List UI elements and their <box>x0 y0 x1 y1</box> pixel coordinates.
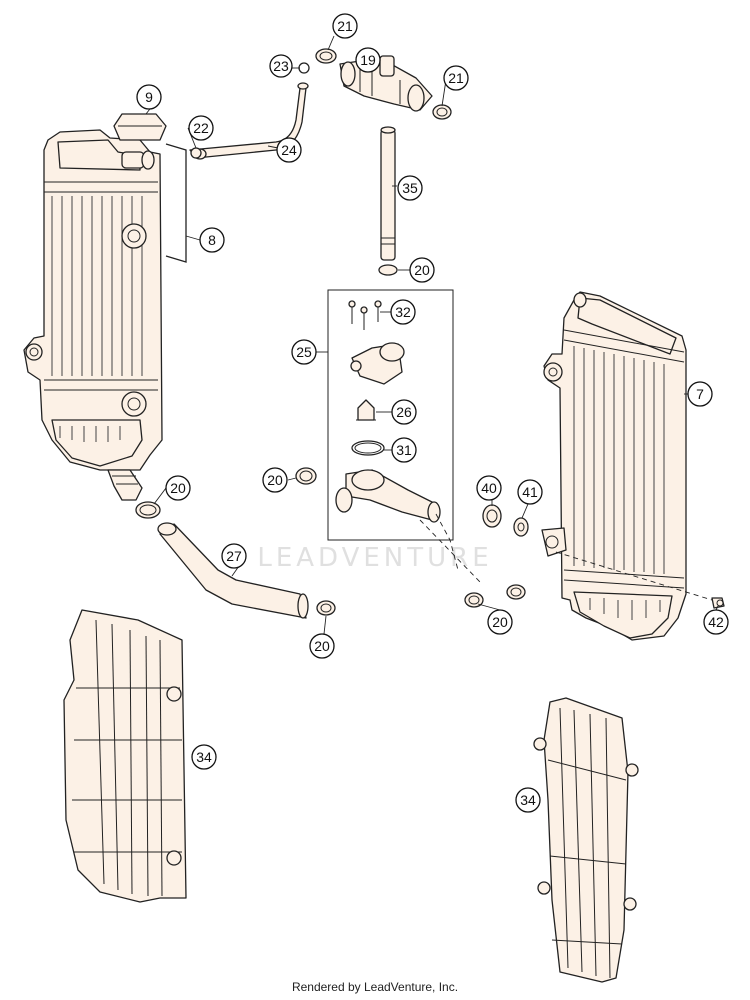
thermostat-housing-lower <box>335 469 441 523</box>
thermostat-housing-cover <box>350 342 405 385</box>
svg-text:41: 41 <box>522 484 538 500</box>
callout-42: 42 <box>703 609 729 635</box>
svg-text:9: 9 <box>145 89 153 105</box>
leader-lines <box>145 35 719 635</box>
svg-text:40: 40 <box>481 480 497 496</box>
callout-20-hose-bottom: 20 <box>309 633 335 659</box>
clamp-20-lower-b <box>506 584 526 600</box>
washer-41 <box>513 517 529 537</box>
svg-text:8: 8 <box>208 232 216 248</box>
hose-clip-23 <box>298 62 310 74</box>
screws-32 <box>348 300 382 330</box>
right-radiator-fins <box>573 346 665 574</box>
svg-text:21: 21 <box>337 18 353 34</box>
svg-text:31: 31 <box>396 442 412 458</box>
callout-23: 23 <box>269 54 293 78</box>
svg-text:20: 20 <box>492 614 508 630</box>
left-radiator-fins <box>51 196 143 376</box>
svg-text:20: 20 <box>267 472 283 488</box>
callout-20-hose-top: 20 <box>165 475 191 501</box>
callout-34-right: 34 <box>515 787 541 813</box>
svg-text:23: 23 <box>273 58 289 74</box>
callout-20-left-clamp: 20 <box>262 467 288 493</box>
svg-text:20: 20 <box>314 638 330 654</box>
callout-20-lower: 20 <box>487 609 513 635</box>
clamp-20-pipe <box>378 264 398 276</box>
svg-text:25: 25 <box>296 344 312 360</box>
svg-text:27: 27 <box>226 548 242 564</box>
callout-21-right: 21 <box>443 65 469 91</box>
callout-34-left: 34 <box>191 744 217 770</box>
callout-32: 32 <box>390 299 416 325</box>
callout-41: 41 <box>517 479 543 505</box>
left-radiator-teeth <box>59 426 121 442</box>
radiator-hose-27 <box>157 522 309 619</box>
svg-text:20: 20 <box>414 262 430 278</box>
svg-text:26: 26 <box>396 404 412 420</box>
grommet-40 <box>482 504 502 528</box>
hose-connector-19 <box>339 55 433 112</box>
o-ring-31 <box>351 440 385 456</box>
svg-text:21: 21 <box>448 70 464 86</box>
svg-text:34: 34 <box>520 792 536 808</box>
callout-27: 27 <box>221 543 247 569</box>
callout-26: 26 <box>391 399 417 425</box>
svg-text:7: 7 <box>696 386 704 402</box>
thermostat-26 <box>356 399 376 421</box>
right-radiator-teeth <box>589 598 661 620</box>
svg-text:22: 22 <box>193 120 209 136</box>
callout-40: 40 <box>476 475 502 501</box>
callout-31: 31 <box>391 437 417 463</box>
svg-text:32: 32 <box>395 304 411 320</box>
coolant-pipe-35 <box>380 126 396 261</box>
callout-22: 22 <box>188 115 214 141</box>
clamp-20-hose-bottom <box>316 600 336 616</box>
callout-9: 9 <box>136 84 162 110</box>
callout-21-top: 21 <box>332 13 358 39</box>
callout-8: 8 <box>199 227 225 253</box>
clamp-20-hose-top <box>135 501 161 519</box>
svg-text:24: 24 <box>281 142 297 158</box>
callout-24: 24 <box>276 137 302 163</box>
footer-credit: Rendered by LeadVenture, Inc. <box>291 980 459 994</box>
left-radiator <box>23 129 163 501</box>
clamp-20-lower-a <box>464 592 484 608</box>
left-radiator-guard <box>63 609 187 903</box>
callout-7: 7 <box>687 381 713 407</box>
clamp-21-top <box>315 48 337 64</box>
clamp-21-right <box>432 104 452 120</box>
radiator-cap <box>113 113 167 141</box>
svg-text:35: 35 <box>402 180 418 196</box>
svg-text:20: 20 <box>170 480 186 496</box>
callout-19: 19 <box>355 47 381 73</box>
right-radiator <box>541 291 687 641</box>
right-radiator-guard <box>533 697 639 983</box>
watermark-text: LEADVENTURE <box>257 543 492 573</box>
hose-clip-22 <box>190 147 202 159</box>
left-radiator-panel <box>165 143 187 263</box>
svg-text:19: 19 <box>360 52 376 68</box>
clamp-20-left <box>295 467 317 485</box>
callout-20-pipe: 20 <box>409 257 435 283</box>
bolt-42 <box>711 597 725 609</box>
svg-text:42: 42 <box>708 614 724 630</box>
callout-25: 25 <box>291 339 317 365</box>
callout-35: 35 <box>397 175 423 201</box>
svg-text:34: 34 <box>196 749 212 765</box>
thermostat-assembly-frame <box>327 289 454 541</box>
